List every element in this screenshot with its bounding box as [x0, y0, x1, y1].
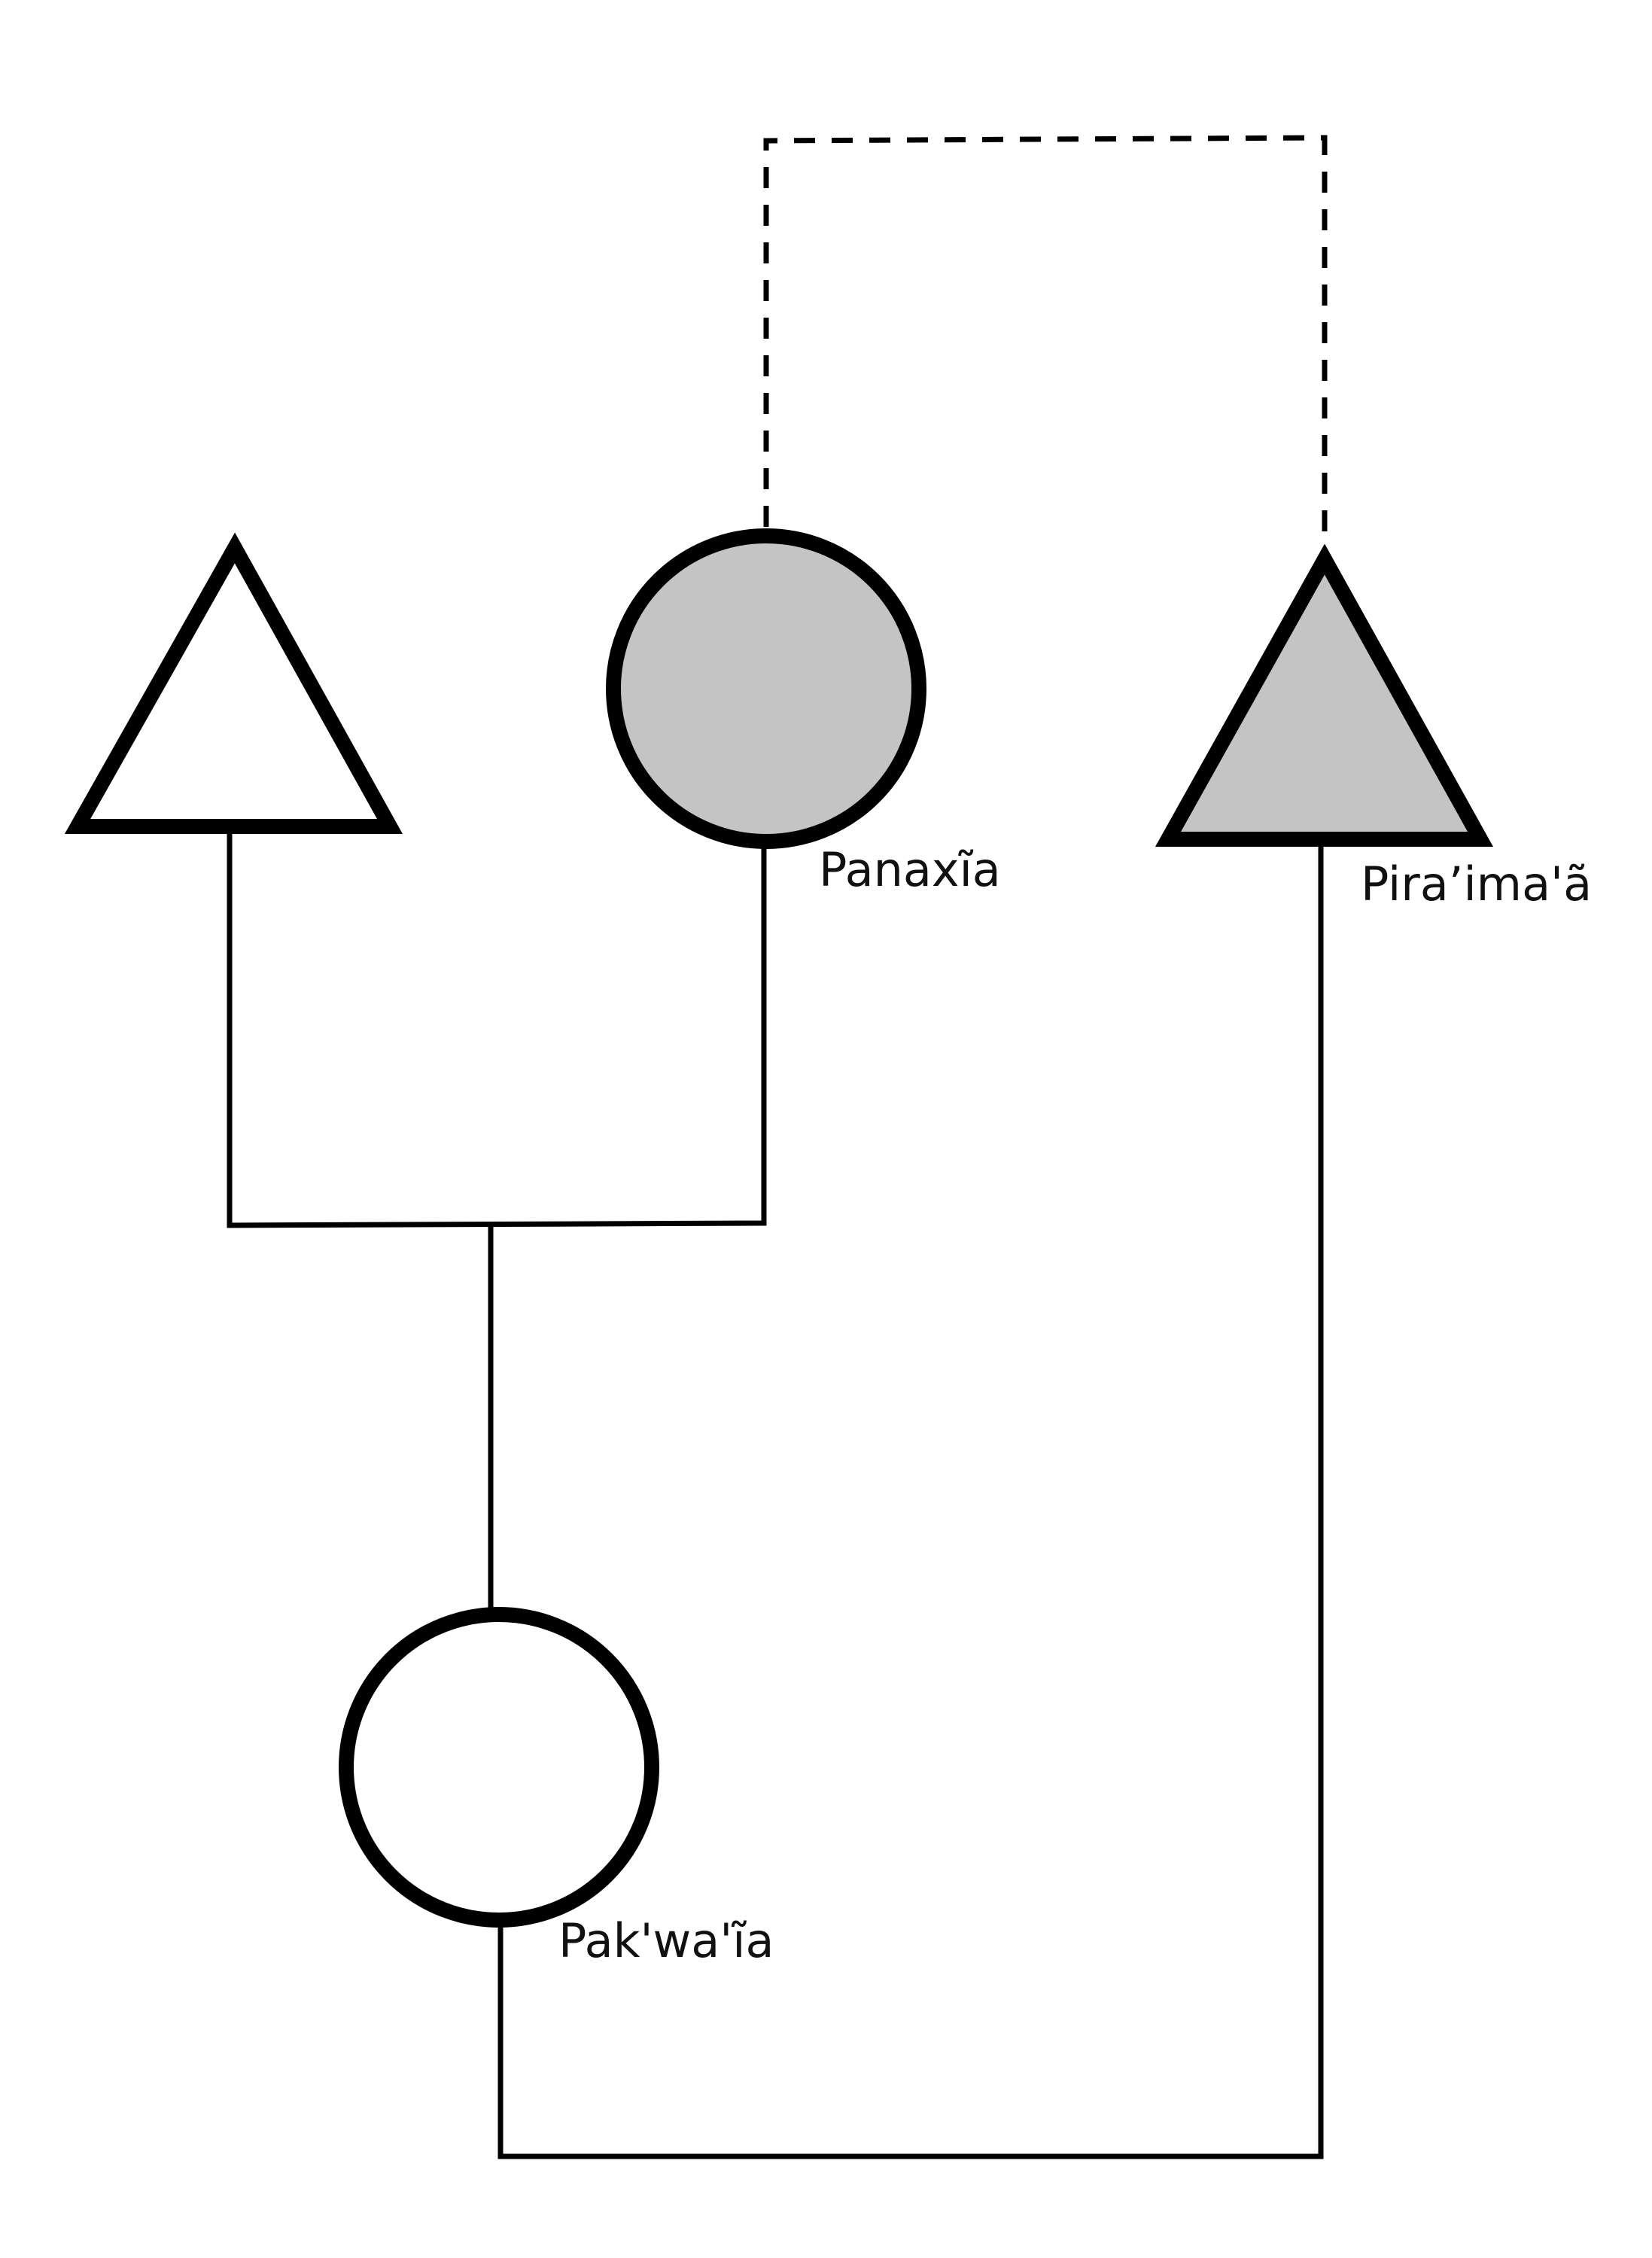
piraima-label: Pira’ima'ã [1361, 857, 1592, 911]
panaxia-label: Panaxĩa [819, 842, 1001, 897]
pakwaia-label: Pak'wa'ĩa [558, 1913, 774, 1968]
pakwaia-circle [339, 1607, 659, 1928]
piraima-triangle [1155, 543, 1494, 847]
link-pakwaia-piraima [497, 838, 1324, 2159]
dashed-link-panaxia-piraima [763, 135, 1328, 549]
panaxia-circle [606, 528, 926, 849]
father-triangle [64, 532, 403, 834]
marriage-line [227, 829, 767, 1228]
